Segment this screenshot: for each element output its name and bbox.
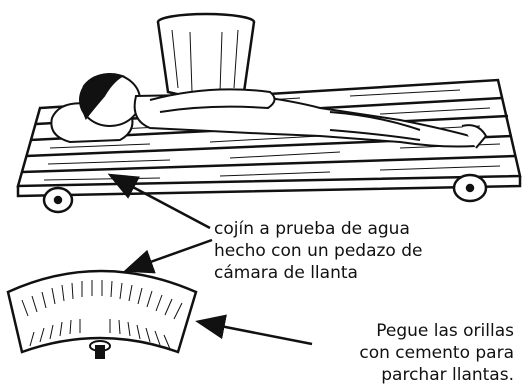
valve-icon <box>89 340 111 359</box>
bucket-icon <box>156 12 256 99</box>
glue-caption-line: parchar llantas. <box>381 365 514 385</box>
inner-tube-cushion <box>6 269 198 354</box>
glue-caption: Pegue las orillas con cemento para parch… <box>359 320 514 386</box>
cushion-caption-line: hecho con un pedazo de <box>214 241 423 261</box>
cushion-caption-line: cojín a prueba de agua <box>214 219 410 239</box>
arrow-icon <box>107 173 313 346</box>
cushion-caption: cojín a prueba de agua hecho con un peda… <box>214 218 422 284</box>
wheel-icon <box>42 173 488 214</box>
glue-caption-line: Pegue las orillas <box>376 321 514 341</box>
glue-caption-line: con cemento para <box>359 343 514 363</box>
person-figure <box>50 73 488 149</box>
cushion-caption-line: cámara de llanta <box>214 263 358 283</box>
